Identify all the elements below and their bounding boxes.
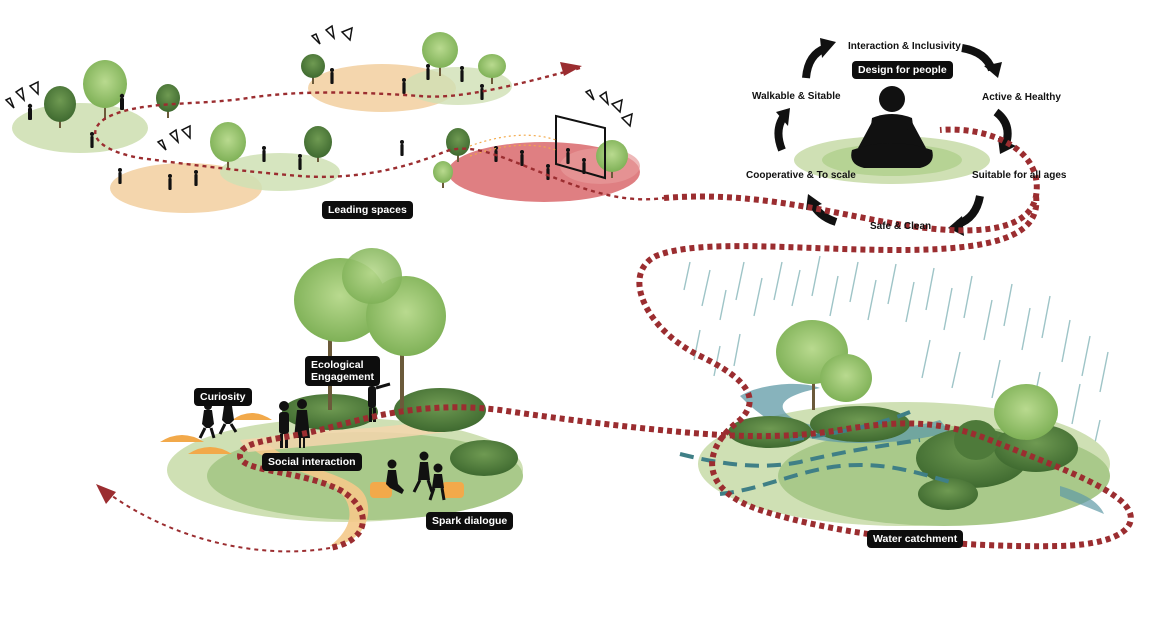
meditating-person-icon	[851, 86, 933, 168]
label-leading-spaces: Leading spaces	[322, 201, 413, 219]
tree	[156, 84, 180, 118]
arrowhead-icon	[96, 484, 116, 504]
label-curiosity: Curiosity	[194, 388, 252, 406]
label-water-catchment: Water catchment	[867, 530, 963, 548]
cycle-arrow-icon	[996, 112, 1016, 154]
cycle-arrow-icon	[962, 48, 1002, 78]
cycle-item-cooperative: Cooperative & To scale	[746, 170, 856, 181]
label-spark-dialogue: Spark dialogue	[426, 512, 513, 530]
cycle-item-suitable: Suitable for all ages	[972, 170, 1066, 181]
label-social-interaction: Social interaction	[262, 453, 362, 471]
label-ecological-engagement: Ecological Engagement	[305, 356, 380, 386]
label-ecological-line-2: Engagement	[311, 371, 374, 383]
cycle-item-safe: Safe & Clean	[870, 221, 931, 232]
label-ecological-line-1: Ecological	[311, 359, 374, 371]
cycle-arrow-icon	[806, 38, 836, 78]
cycle-item-walkable: Walkable & Sitable	[752, 91, 841, 102]
cycle-item-active: Active & Healthy	[982, 92, 1061, 103]
cycle-arrow-icon	[776, 108, 790, 150]
tree	[433, 161, 453, 188]
label-design-for-people: Design for people	[852, 61, 953, 79]
cycle-item-interaction: Interaction & Inclusivity	[848, 41, 961, 52]
